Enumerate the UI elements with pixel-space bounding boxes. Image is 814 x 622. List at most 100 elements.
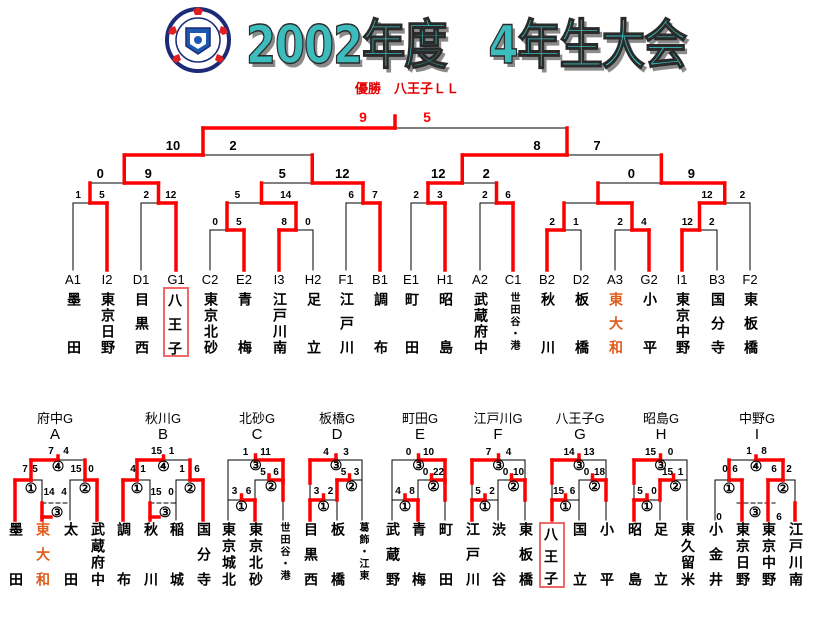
group-team-name: 八王子 (539, 522, 565, 593)
group-team-name: 東京中野 (760, 522, 776, 589)
match-score-right: 3 (354, 467, 360, 478)
match-score-left: 3 (232, 486, 238, 497)
match-score-right: 9 (688, 166, 695, 181)
match-number-label: ③ (159, 504, 172, 520)
group-team-name: 町田 (437, 522, 453, 622)
match-number-label: ② (79, 480, 92, 496)
match-score-left: 0 (423, 467, 429, 478)
match-number-label: ② (427, 478, 440, 494)
match-score-right: 12 (335, 166, 349, 181)
team-code: A3 (607, 272, 623, 287)
group-letter: B (157, 426, 168, 443)
match-score-right: 5 (99, 190, 105, 201)
team-name: 昭島 (437, 292, 453, 388)
match-score-right: 4 (641, 217, 647, 228)
match-number-label: ① (723, 480, 736, 496)
team-code: C2 (201, 272, 219, 287)
group-team-name: 国分寺 (195, 522, 211, 597)
team-name: 東板橋 (742, 292, 758, 364)
match-score-left: 12 (702, 190, 714, 201)
champion-label: 優勝 八王子ＬＬ (354, 82, 459, 97)
match-score-left: 5 (235, 190, 241, 201)
team-code: B3 (709, 272, 725, 287)
match-score-left: 0 (722, 464, 728, 475)
match-score-right: 4 (61, 487, 67, 498)
match-score-right: 7 (593, 138, 600, 153)
match-score-left: 5 (260, 467, 266, 478)
team-name: 国分寺 (709, 292, 725, 364)
match-score-right: 22 (433, 467, 445, 478)
match-score-left: 4 (323, 447, 329, 458)
team-name: 八王子 (163, 287, 189, 365)
team-name: 目黒西 (133, 292, 149, 364)
group-team-name: 足立 (652, 522, 668, 622)
match-score-left: 4 (130, 464, 136, 475)
team-code: I3 (273, 272, 285, 287)
team-name: 江戸川 (338, 292, 354, 364)
match-score-left: 10 (166, 138, 180, 153)
match-score-left: 14 (563, 447, 575, 458)
group-letter: F (493, 426, 503, 443)
match-number-label: ① (399, 498, 412, 514)
team-name: 小平 (641, 292, 657, 388)
match-score-left: 15 (70, 464, 82, 475)
match-score-left: 0 (406, 447, 412, 458)
match-number-label: ② (507, 478, 520, 494)
group-letter: I (754, 426, 760, 443)
match-score-right: 13 (583, 447, 595, 458)
team-code: A2 (472, 272, 488, 287)
group-title: 町田G (401, 411, 439, 426)
group-title: 昭島G (642, 411, 680, 426)
match-score-left: 1 (243, 447, 249, 458)
group-title: 江戸川G (473, 411, 523, 426)
match-score-right: 6 (505, 190, 511, 201)
team-code: F1 (338, 272, 354, 287)
group-letter: G (574, 426, 586, 443)
match-number-label: ③ (654, 457, 667, 473)
group-team-name: 東京城北 (220, 522, 236, 589)
match-score-right: 3 (437, 190, 443, 201)
match-score-left: 2 (617, 217, 623, 228)
match-score-right: 6 (776, 512, 782, 523)
team-name: 世田谷・港 (508, 292, 519, 352)
match-score-right: 8 (761, 446, 767, 457)
match-number-label: ③ (249, 457, 262, 473)
match-number-label: ① (131, 480, 144, 496)
match-score-right: 10 (423, 447, 435, 458)
team-code: D2 (572, 272, 590, 287)
team-code: B1 (372, 272, 388, 287)
match-score-left: 5 (279, 166, 286, 181)
match-number-label: ③ (573, 457, 586, 473)
match-number-label: ③ (749, 504, 762, 520)
match-score-right: 7 (372, 190, 378, 201)
group-team-name: 墨田 (7, 522, 23, 622)
match-number-label: ① (479, 498, 492, 514)
match-number-label: ② (345, 478, 358, 494)
match-score-right: 0 (668, 447, 674, 458)
match-score-left: 12 (682, 217, 694, 228)
group-team-name: 東大和 (34, 522, 50, 597)
match-score-right: 1 (140, 464, 146, 475)
match-score-left: 7 (22, 464, 28, 475)
match-score-right: 0 (88, 464, 94, 475)
match-score-left: 5 (475, 486, 481, 497)
match-score-right: 8 (409, 486, 415, 497)
team-name: 東大和 (607, 292, 623, 364)
team-name: 町田 (403, 292, 419, 388)
group-team-name: 江戸川南 (787, 522, 803, 589)
match-number-label: ③ (492, 457, 505, 473)
match-score-left: 3 (314, 486, 320, 497)
match-score-left: 6 (771, 464, 777, 475)
match-score-left: 0 (584, 467, 590, 478)
match-number-label: ① (641, 498, 654, 514)
team-code: B2 (539, 272, 555, 287)
match-number-label: ① (235, 498, 248, 514)
match-score-right: 2 (483, 166, 490, 181)
group-title: 府中G (36, 411, 74, 426)
team-name: 秋川 (539, 292, 555, 388)
group-team-name: 世田谷・港 (278, 522, 289, 582)
team-code: G2 (640, 272, 658, 287)
group-letter: H (655, 426, 667, 443)
team-name: 江戸川南 (271, 292, 287, 356)
